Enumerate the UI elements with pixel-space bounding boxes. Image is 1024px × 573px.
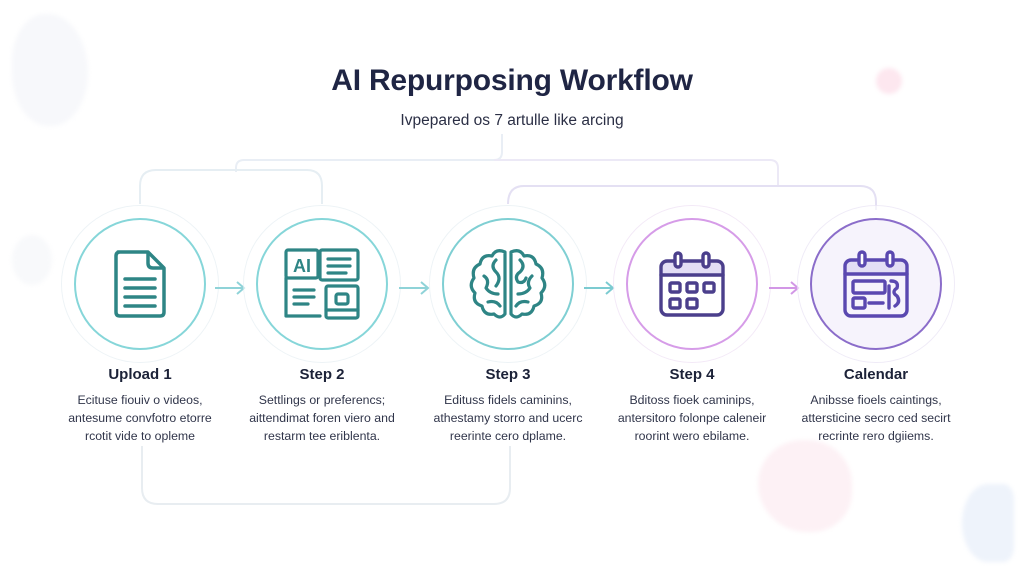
step-description: Ecituse fiouiv o videos, antesume convfo…: [68, 391, 212, 445]
step-description-line: reerinte cero dplame.: [449, 429, 567, 443]
step-ring: [810, 218, 942, 350]
calendar-icon: [659, 251, 725, 317]
step-halo: [430, 206, 586, 362]
workflow-step-3[interactable]: Step 3 Edituss fidels caminins, athestam…: [408, 206, 608, 445]
step-description-line: antesume convfotro etorre: [68, 411, 212, 425]
ai-content-layout-icon: AI: [284, 248, 360, 320]
step-description-line: Ecituse fiouiv o videos,: [77, 393, 203, 407]
background-blob: [12, 14, 88, 126]
step-description: Bditoss fioek caminips, antersitoro folo…: [618, 391, 766, 445]
step-description-line: Bditoss fioek caminips,: [629, 393, 755, 407]
workflow-step-5[interactable]: Calendar Anibsse fioels caintings, atter…: [776, 206, 976, 445]
step-description: Settlings or preferencs; aittendimat for…: [249, 391, 395, 445]
step-halo: [798, 206, 954, 362]
brain-icon: [469, 249, 547, 319]
background-blob: [876, 68, 902, 94]
step-halo: [614, 206, 770, 362]
step-label: Step 4: [669, 366, 715, 383]
step-ring: [74, 218, 206, 350]
step-halo: AI: [244, 206, 400, 362]
step-description-line: rcotit vide to opleme: [84, 429, 196, 443]
step-description-line: Anibsse fioels caintings,: [810, 393, 942, 407]
background-blob: [758, 440, 852, 532]
calendar-schedule-icon: [843, 250, 909, 318]
background-blob: [12, 235, 52, 285]
step-description-line: attersticine secro ced secirt: [801, 411, 951, 425]
workflow-step-2[interactable]: AI Step 2 Settlings or preferencs; aitte…: [222, 206, 422, 445]
step-ring: [626, 218, 758, 350]
step-halo: [62, 206, 218, 362]
arrow-right-icon: [584, 281, 615, 295]
workflow-step-4[interactable]: Step 4 Bditoss fioek caminips, antersito…: [592, 206, 792, 445]
step-description-line: recrinte rero dgiiems.: [818, 429, 934, 443]
connector-step1-step2: [139, 169, 323, 204]
step-ring: [442, 218, 574, 350]
step-description-line: antersitoro folonpe caleneir: [617, 411, 767, 425]
step-description-line: Settlings or preferencs;: [258, 393, 386, 407]
background-blob: [962, 484, 1014, 562]
step-description-line: Edituss fidels caminins,: [444, 393, 572, 407]
arrow-right-icon: [399, 281, 430, 295]
step-description-line: restarm tee eriblenta.: [263, 429, 381, 443]
ai-icon-text: AI: [293, 256, 311, 276]
step-description-line: roorint wero ebilame.: [634, 429, 750, 443]
connector-bottom-loop: [141, 446, 511, 505]
step-label: Upload 1: [108, 366, 172, 383]
document-icon: [114, 250, 166, 318]
diagram-subtitle: Ivpepared os 7 artulle like arcing: [400, 112, 624, 129]
step-description-line: athestamy storro and ucerc: [433, 411, 583, 425]
step-label: Step 3: [485, 366, 531, 383]
step-label: Step 2: [299, 366, 345, 383]
step-description: Edituss fidels caminins, athestamy storr…: [434, 391, 583, 445]
diagram-title: AI Repurposing Workflow: [331, 64, 693, 97]
step-ring: AI: [256, 218, 388, 350]
connector-title-branch-right: [494, 159, 779, 186]
step-description: Anibsse fioels caintings, attersticine s…: [802, 391, 951, 445]
workflow-step-1[interactable]: Upload 1 Ecituse fiouiv o videos, antesu…: [40, 206, 240, 445]
step-description-line: aittendimat foren viero and: [249, 411, 395, 425]
step-label: Calendar: [843, 366, 909, 383]
connector-title-branch: [235, 134, 503, 172]
